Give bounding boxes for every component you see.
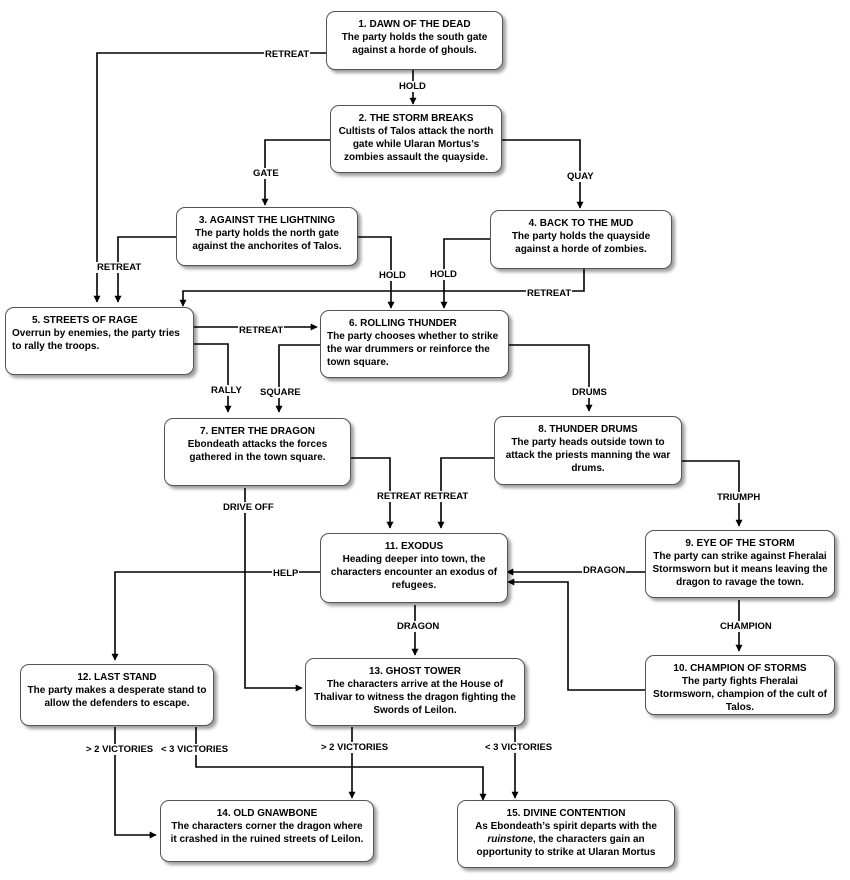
- edge-2-3: [261, 139, 330, 206]
- edge-10-11: [507, 578, 645, 691]
- edge-label-square: SQUARE: [259, 387, 302, 398]
- node-1-dawn-of-the-dead: 1. DAWN OF THE DEAD The party holds the …: [326, 11, 503, 70]
- desc-part: As Ebondeath’s spirit departs with the: [475, 821, 657, 832]
- node-description: The party holds the quayside against a h…: [511, 231, 651, 255]
- node-description: Heading deeper into town, the characters…: [330, 554, 498, 591]
- node-description: The characters arrive at the House of Th…: [314, 679, 516, 716]
- node-description: Ebondeath attacks the forces gathered in…: [187, 439, 328, 463]
- edge-label-retreat: RETREAT: [423, 491, 470, 502]
- edge-4-5: [179, 269, 585, 307]
- node-title: 13. GHOST TOWER: [368, 666, 462, 677]
- node-title: 10. CHAMPION OF STORMS: [673, 663, 807, 674]
- node-title: 6. ROLLING THUNDER: [349, 318, 457, 329]
- edge-label-hold: HOLD: [398, 81, 427, 92]
- node-title: 15. DIVINE CONTENTION: [506, 808, 626, 819]
- node-description: The party heads outside town to attack t…: [505, 437, 671, 474]
- edge-5-7: [192, 343, 232, 413]
- edge-1-5: [93, 52, 326, 303]
- node-description: As Ebondeath’s spirit departs with the r…: [464, 820, 668, 859]
- node-13-ghost-tower: 13. GHOST TOWER The characters arrive at…: [305, 658, 525, 726]
- node-description: Overrun by enemies, the party tries to r…: [12, 328, 180, 352]
- node-title: 9. EYE OF THE STORM: [685, 538, 795, 549]
- node-title: 14. OLD GNAWBONE: [216, 808, 318, 819]
- edge-2-4: [502, 139, 584, 209]
- edge-12-14: [114, 727, 157, 839]
- desc-part: , the characters gain an opportunity to …: [476, 834, 656, 858]
- node-3-against-the-lightning: 3. AGAINST THE LIGHTNING The party holds…: [176, 207, 358, 266]
- node-description: Cultists of Talos attack the north gate …: [338, 126, 494, 163]
- node-description: The party can strike against Fheralai St…: [652, 551, 828, 588]
- edge-label-retreat: RETREAT: [376, 491, 423, 502]
- node-4-back-to-the-mud: 4. BACK TO THE MUD The party holds the q…: [490, 210, 672, 269]
- edge-7-11: [350, 457, 394, 529]
- edge-11-12: [111, 571, 320, 661]
- node-description: The party holds the north gate against t…: [192, 228, 342, 252]
- edge-label-more-than-2-victories: > 2 VICTORIES: [85, 744, 155, 755]
- edge-label-help: HELP: [272, 568, 300, 579]
- edge-6-8: [508, 344, 593, 412]
- edge-label-retreat: RETREAT: [264, 49, 311, 60]
- node-5-streets-of-rage: 5. STREETS OF RAGE Overrun by enemies, t…: [5, 307, 194, 375]
- edge-label-dragon: DRAGON: [582, 565, 627, 576]
- node-12-last-stand: 12. LAST STAND The party makes a despera…: [20, 664, 214, 726]
- node-11-exodus: 11. EXODUS Heading deeper into town, the…: [320, 533, 508, 603]
- node-title: 7. ENTER THE DRAGON: [199, 426, 315, 437]
- node-description: The characters corner the dragon where i…: [170, 821, 364, 845]
- node-10-champion-of-storms: 10. CHAMPION OF STORMS The party fights …: [645, 655, 835, 715]
- edge-label-gate: GATE: [252, 168, 280, 179]
- edge-8-11: [437, 457, 494, 529]
- node-title: 8. THUNDER DRUMS: [538, 424, 638, 435]
- edge-12-15: [195, 727, 487, 801]
- edge-4-6: [440, 238, 490, 309]
- node-description: The party fights Fheralai Stormsworn, ch…: [653, 676, 827, 713]
- node-6-rolling-thunder: 6. ROLLING THUNDER The party chooses whe…: [320, 310, 509, 378]
- edge-label-drive-off: DRIVE OFF: [222, 502, 275, 513]
- ruinstone-emphasis: ruinstone: [487, 834, 533, 845]
- node-14-old-gnawbone: 14. OLD GNAWBONE The characters corner t…: [160, 800, 374, 862]
- node-description: The party holds the south gate against a…: [341, 32, 488, 56]
- node-title: 3. AGAINST THE LIGHTNING: [198, 215, 336, 226]
- edge-label-retreat: RETREAT: [96, 262, 143, 273]
- edge-6-7: [275, 344, 320, 413]
- edge-label-less-than-3-victories: < 3 VICTORIES: [484, 742, 554, 753]
- node-7-enter-the-dragon: 7. ENTER THE DRAGON Ebondeath attacks th…: [164, 418, 351, 486]
- edge-7-13: [244, 488, 303, 692]
- node-9-eye-of-the-storm: 9. EYE OF THE STORM The party can strike…: [645, 530, 835, 598]
- edge-3-6: [356, 236, 395, 309]
- edge-8-9: [682, 460, 743, 527]
- edge-label-champion: CHAMPION: [719, 621, 773, 632]
- edge-label-drums: DRUMS: [571, 387, 608, 398]
- edge-label-retreat: RETREAT: [526, 288, 573, 299]
- edge-label-hold: HOLD: [429, 269, 458, 280]
- node-title: 12. LAST STAND: [77, 672, 157, 683]
- edge-3-5: [114, 236, 176, 303]
- edge-label-dragon: DRAGON: [396, 621, 441, 632]
- node-description: The party makes a desperate stand to all…: [27, 685, 207, 709]
- edge-label-hold: HOLD: [378, 270, 407, 281]
- node-title: 11. EXODUS: [384, 541, 444, 552]
- node-title: 4. BACK TO THE MUD: [528, 218, 634, 229]
- edge-label-less-than-3-victories: < 3 VICTORIES: [160, 744, 230, 755]
- node-8-thunder-drums: 8. THUNDER DRUMS The party heads outside…: [494, 416, 682, 485]
- edge-label-rally: RALLY: [210, 385, 243, 396]
- edge-label-more-than-2-victories: > 2 VICTORIES: [320, 742, 390, 753]
- edge-label-retreat: RETREAT: [238, 325, 285, 336]
- node-title: 5. STREETS OF RAGE: [32, 315, 138, 326]
- node-description: The party chooses whether to strike the …: [327, 331, 499, 368]
- edge-label-quay: QUAY: [566, 171, 595, 182]
- node-title: 2. THE STORM BREAKS: [358, 113, 474, 124]
- node-title: 1. DAWN OF THE DEAD: [358, 19, 471, 30]
- edge-label-triumph: TRIUMPH: [716, 492, 762, 503]
- node-15-divine-contention: 15. DIVINE CONTENTION As Ebondeath’s spi…: [457, 800, 675, 868]
- node-2-the-storm-breaks: 2. THE STORM BREAKS Cultists of Talos at…: [330, 105, 502, 173]
